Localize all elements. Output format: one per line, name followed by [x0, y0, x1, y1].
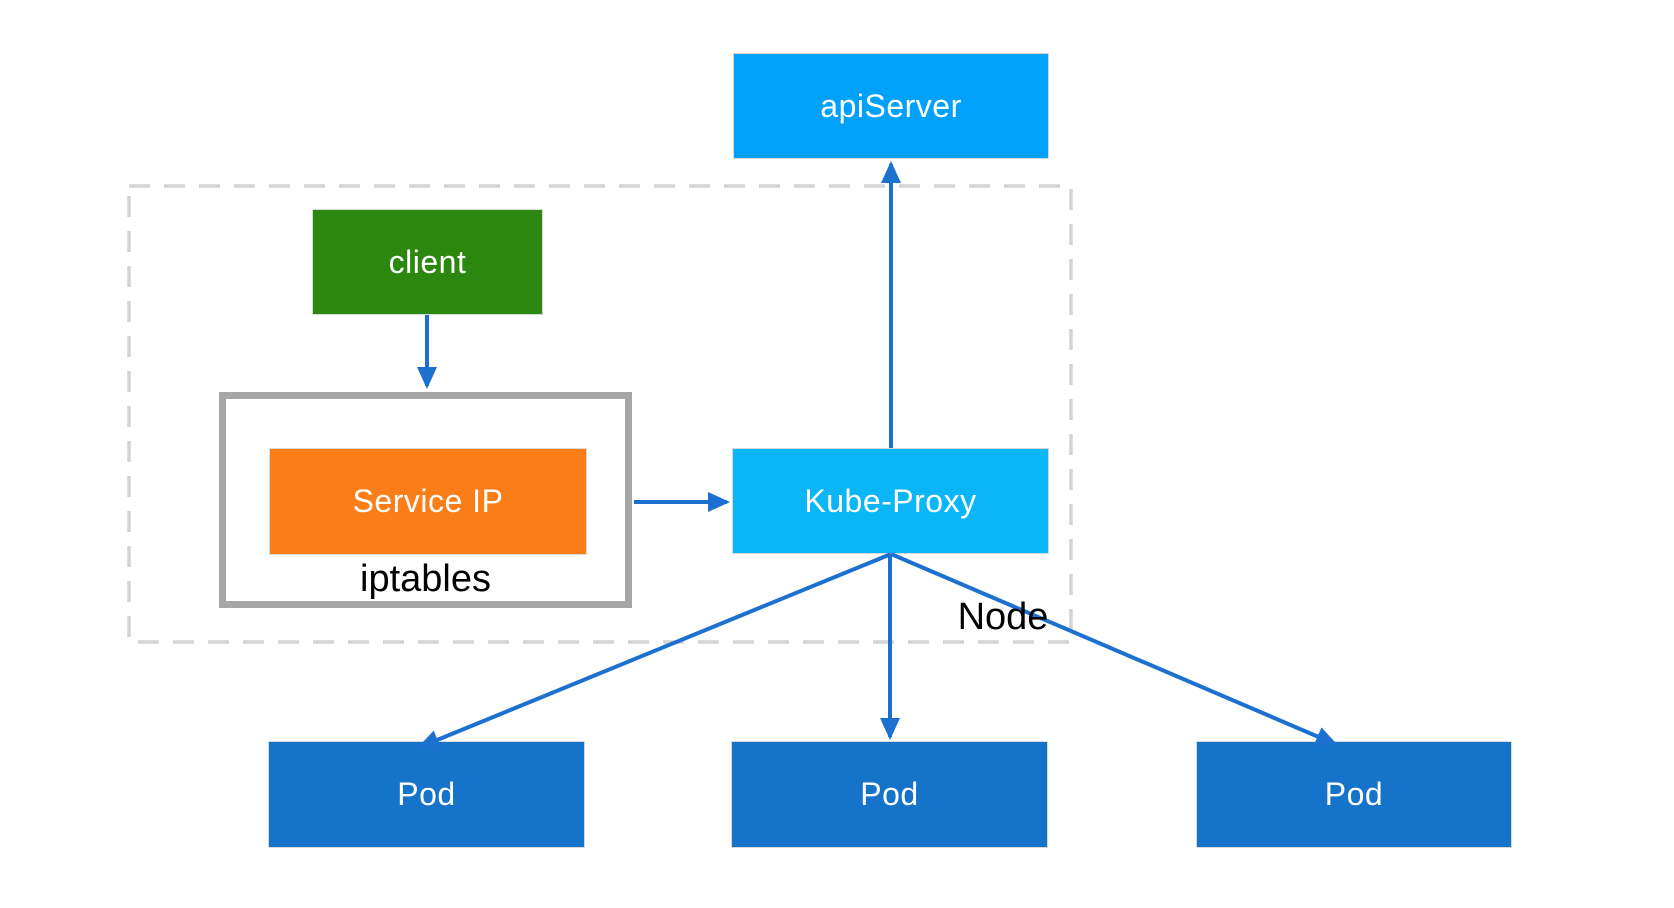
node-label: Node: [957, 596, 1049, 638]
pod-label: Pod: [1324, 776, 1384, 812]
iptables-label: iptables: [360, 558, 491, 600]
api-server-node: apiServer: [733, 53, 1049, 159]
service-ip-node: Service IP: [269, 448, 587, 555]
client-node: client: [312, 209, 543, 315]
client-label: client: [388, 243, 467, 280]
pod-label: Pod: [397, 776, 456, 812]
pod-label: Pod: [860, 776, 919, 812]
api-server-label: apiServer: [820, 87, 962, 124]
pod-node-right: Pod: [1196, 741, 1512, 848]
pod-node-middle: Pod: [731, 741, 1048, 848]
pod-node-left: Pod: [268, 741, 585, 848]
arrow-kubeproxy-to-pod-right: [890, 552, 1338, 746]
kube-proxy-label: Kube-Proxy: [804, 482, 977, 519]
kube-proxy-node: Kube-Proxy: [732, 448, 1049, 554]
service-ip-label: Service IP: [352, 483, 504, 519]
